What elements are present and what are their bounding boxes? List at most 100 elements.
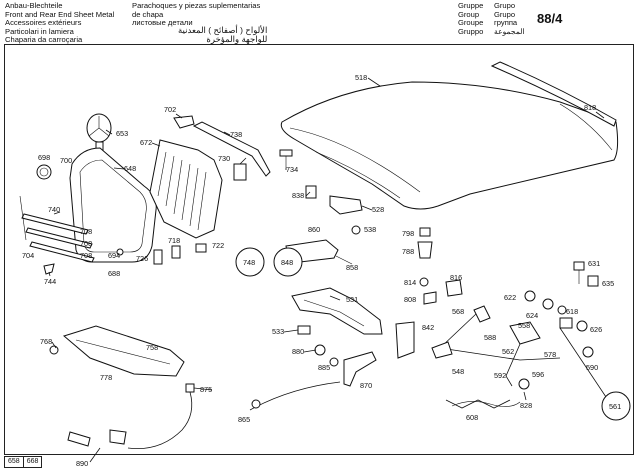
group-label-de: Gruppe (458, 1, 484, 10)
label-561: 561 (609, 402, 621, 411)
hood-linkage (431, 305, 631, 421)
title-russian: листовые детали (132, 18, 193, 28)
title-arabic-2: للواجهة والمؤخرة (206, 33, 268, 44)
label-740: 740 (48, 205, 60, 214)
title-english: Front and Rear End Sheet Metal (5, 9, 115, 19)
label-838: 838 (292, 191, 304, 200)
label-870: 870 (360, 381, 372, 390)
label-624: 624 (526, 311, 538, 320)
bracket-702 (173, 115, 195, 129)
label-702: 702 (164, 105, 176, 114)
header-group-labels-2: Grupo Grupo группа المجموعة (494, 1, 525, 36)
screw-533 (297, 325, 311, 335)
label-592: 592 (494, 371, 506, 380)
label-590: 590 (586, 363, 598, 372)
clips-726-718-722 (116, 243, 207, 265)
page-references: 658 668 (4, 456, 43, 468)
label-672: 672 (140, 138, 152, 147)
label-608: 608 (466, 413, 478, 422)
grille-trim-strips-708 (19, 195, 95, 263)
label-778: 778 (100, 373, 112, 382)
latch-plate-842 (395, 321, 415, 359)
label-622: 622 (504, 293, 516, 302)
label-722: 722 (212, 241, 224, 250)
label-848: 848 (281, 258, 293, 267)
label-528: 528 (372, 205, 384, 214)
hood-latch-528 (305, 185, 363, 235)
label-688: 688 (108, 269, 120, 278)
label-708-a: 708 (80, 227, 92, 236)
label-818: 818 (584, 103, 596, 112)
label-816: 816 (450, 273, 462, 282)
strip-738 (192, 121, 271, 177)
fasteners-631-635-622-624-618-626 (524, 261, 599, 332)
hood-518 (280, 81, 619, 210)
header-arabic: الألواح ( أصفائح ) المعدنية للواجهة والم… (178, 26, 267, 43)
nut-880 (314, 344, 326, 356)
label-631: 631 (588, 259, 600, 268)
seal-strip-818 (490, 61, 617, 127)
label-842: 842 (422, 323, 434, 332)
parts-814-816-808 (419, 277, 463, 305)
title-spanish-2: de chapa (132, 9, 164, 19)
title-arabic-1: الألواح ( أصفائح ) المعدنية (178, 25, 268, 35)
label-738: 738 (230, 130, 242, 139)
label-533: 533 (272, 327, 284, 336)
screw-734 (279, 149, 293, 168)
label-588: 588 (484, 333, 496, 342)
label-635: 635 (602, 279, 614, 288)
title-italian: Particolari in lamiera (5, 26, 74, 36)
title-german: Anbau-Blechteile (5, 1, 63, 10)
label-653: 653 (116, 129, 128, 138)
grille-672 (149, 139, 223, 239)
label-718: 718 (168, 236, 180, 245)
group-number: 88/4 (537, 11, 563, 26)
hood-lock-531 (291, 287, 383, 335)
label-814: 814 (404, 278, 416, 287)
label-768: 768 (40, 337, 52, 346)
label-531: 531 (346, 295, 358, 304)
badge-698 (36, 164, 52, 180)
group-label-ru: группа (494, 18, 518, 28)
header-spanish-russian: Parachoques y piezas suplementarias de c… (132, 1, 261, 28)
label-648: 648 (124, 164, 136, 173)
label-865: 865 (238, 415, 250, 424)
lower-trim-758 (49, 325, 185, 377)
group-label-fr: Groupe (458, 18, 484, 28)
label-618: 618 (566, 307, 578, 316)
label-860: 860 (308, 225, 320, 234)
bracket-860 (273, 239, 353, 277)
label-758: 758 (146, 343, 158, 352)
diagram-frame (4, 44, 634, 455)
lock-lever-870 (329, 351, 377, 387)
release-cable-865 (67, 381, 341, 449)
page-ref-2: 668 (22, 456, 43, 468)
label-734: 734 (286, 165, 298, 174)
label-700: 700 (60, 156, 72, 165)
title-spanish-1: Parachoques y piezas suplementarias (132, 1, 261, 10)
group-label-ar: المجموعة (494, 26, 525, 36)
header-multilingual-title: Anbau-Blechteile Front and Rear End Shee… (5, 1, 115, 45)
group-label-en: Group (458, 9, 480, 19)
label-890: 890 (76, 459, 88, 468)
label-798: 798 (402, 229, 414, 238)
label-538: 538 (364, 225, 376, 234)
label-808: 808 (404, 295, 416, 304)
label-548: 548 (452, 367, 464, 376)
label-578: 578 (544, 350, 556, 359)
label-704: 704 (22, 251, 34, 260)
label-708-c: 708 (80, 251, 92, 260)
label-558: 558 (518, 321, 530, 330)
label-744: 744 (44, 277, 56, 286)
label-880: 880 (292, 347, 304, 356)
callout-labels: 518 818 702 653 672 738 648 698 700 730 … (22, 73, 621, 468)
bracket-730 (233, 163, 247, 181)
star-emblem-653 (86, 113, 112, 153)
clip-744 (43, 263, 55, 275)
bump-stop-788 (417, 227, 433, 259)
label-562: 562 (502, 347, 514, 356)
label-708-b: 708 (80, 239, 92, 248)
header-group-labels: Gruppe Group Groupe Gruppo (458, 1, 484, 36)
